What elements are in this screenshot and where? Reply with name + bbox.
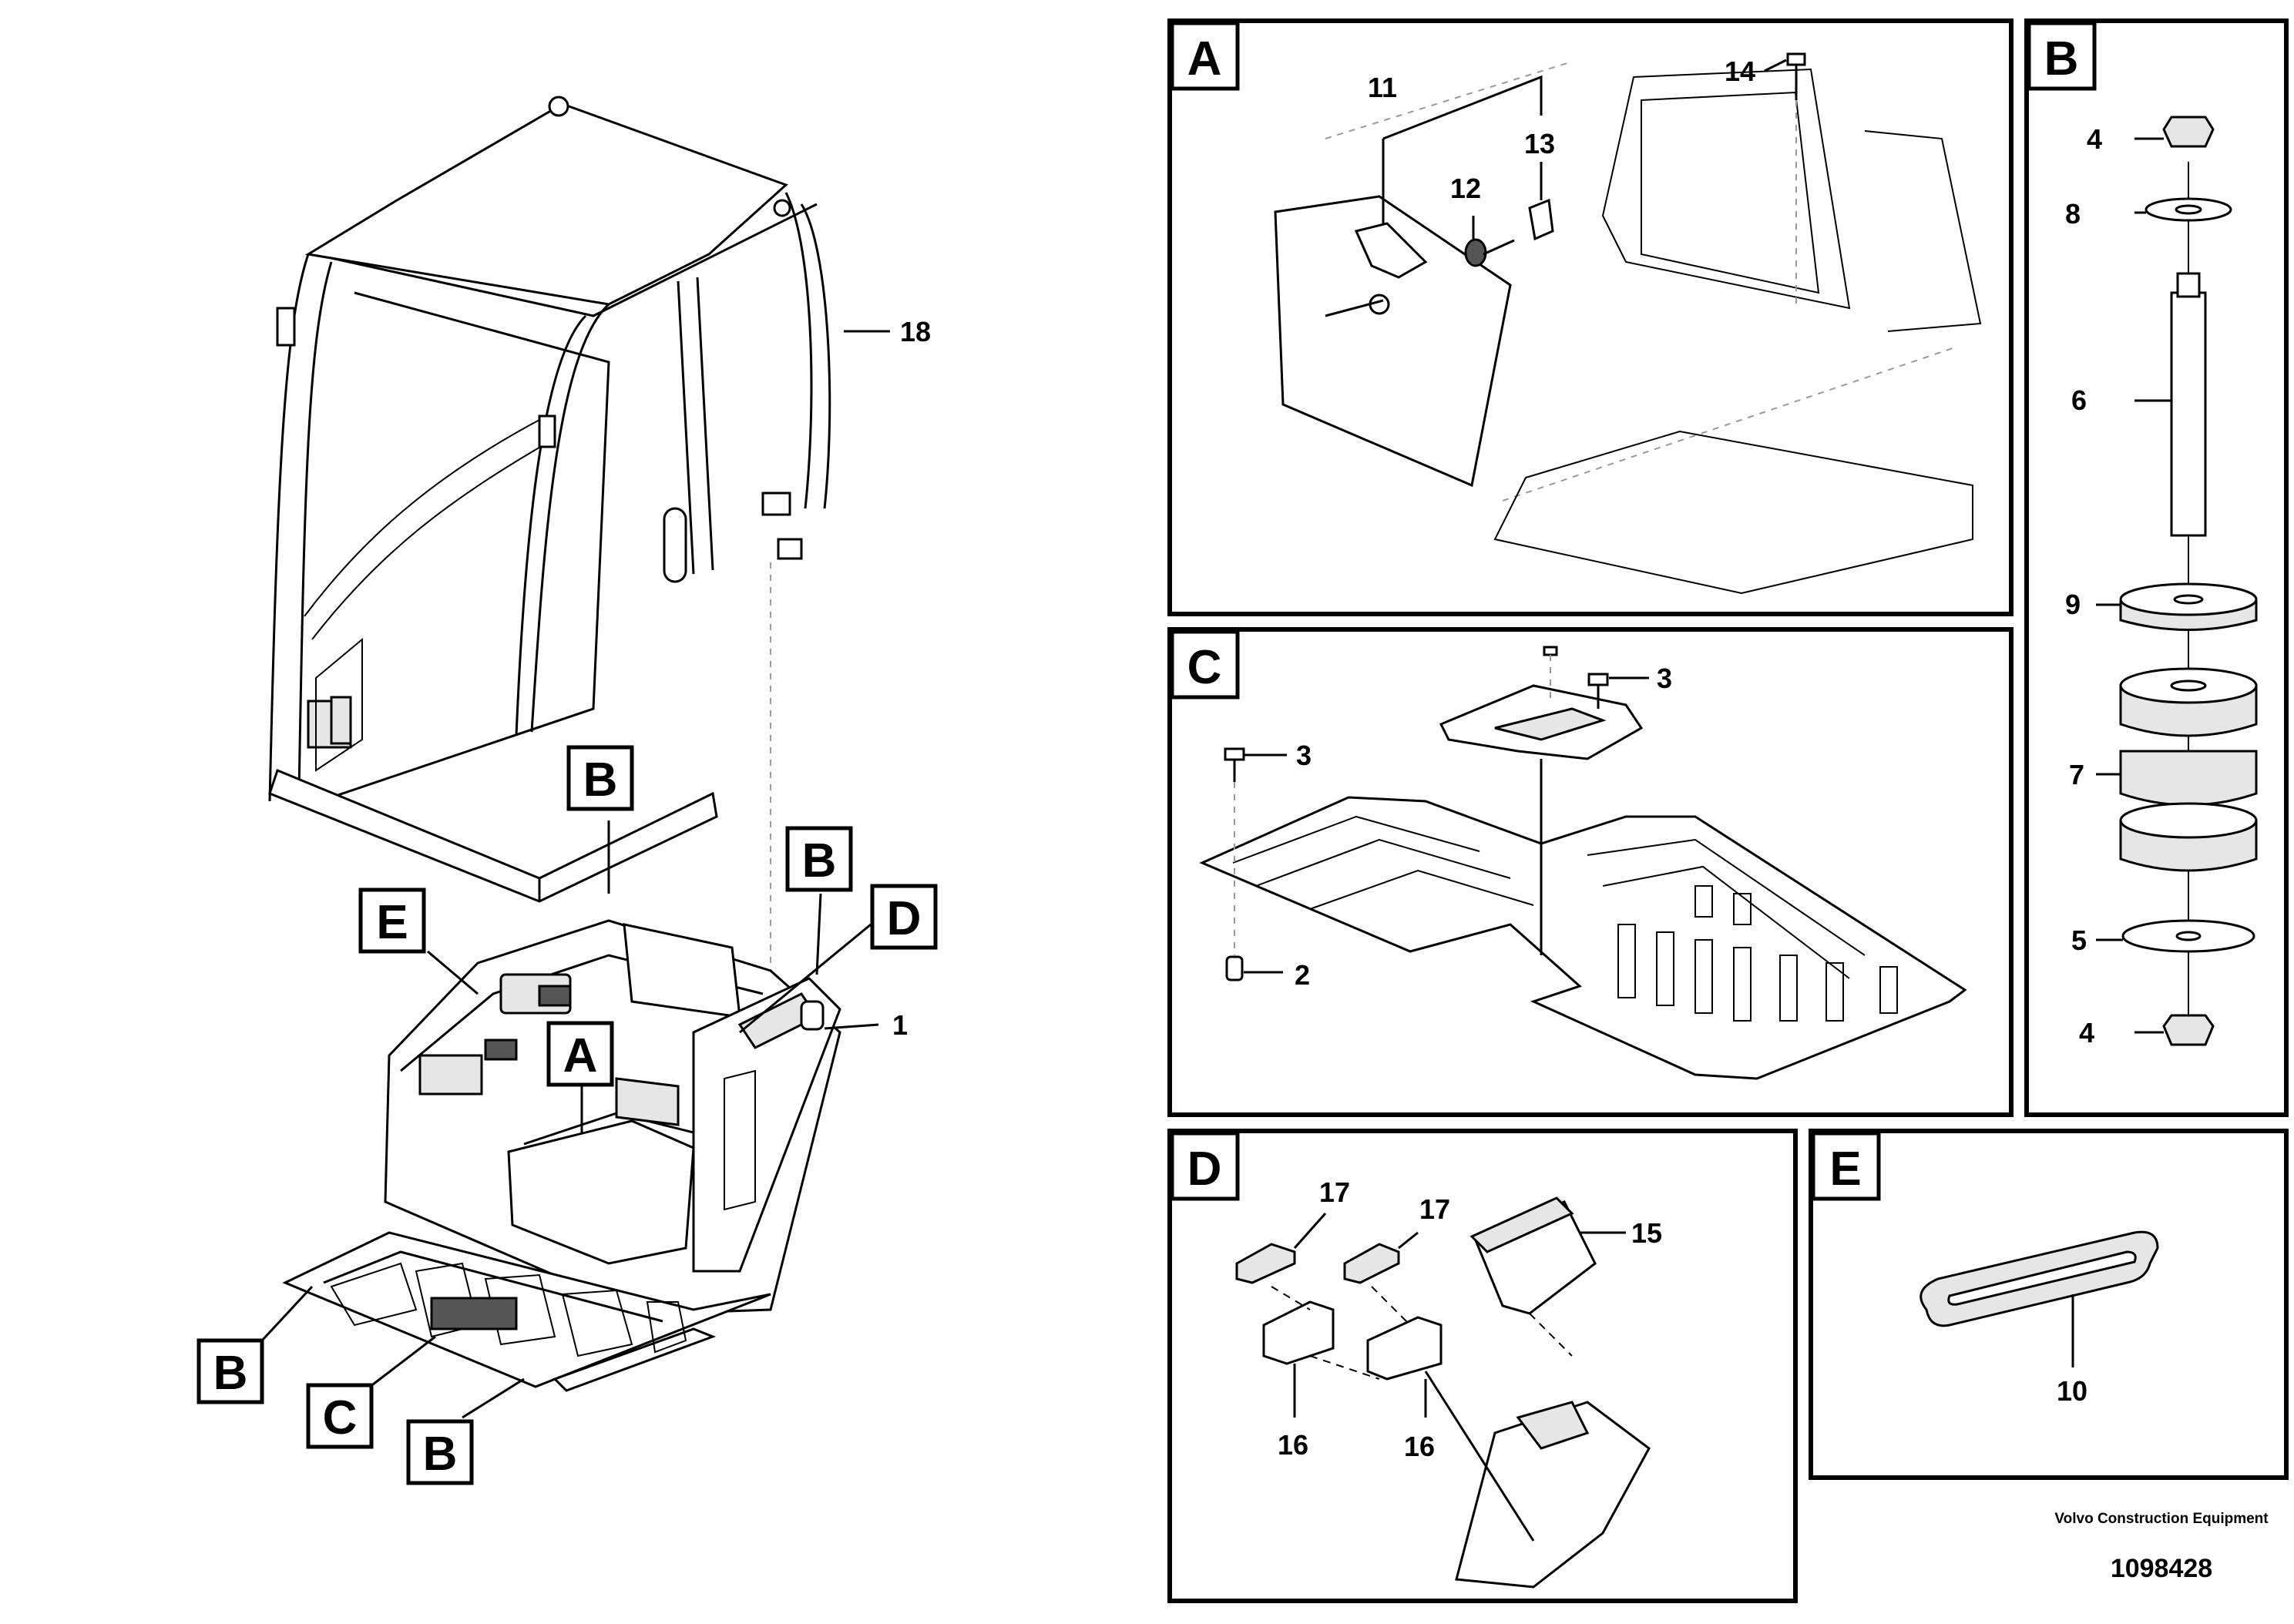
view-tag-d[interactable]: D (870, 884, 938, 950)
callout-4-bottom: 4 (2079, 1017, 2094, 1049)
detail-panel-e: E (1809, 1129, 2289, 1480)
callout-1: 1 (892, 1009, 908, 1041)
callout-11: 11 (1368, 72, 1397, 103)
callout-8: 8 (2065, 198, 2081, 230)
view-tag-b-bottom[interactable]: B (406, 1419, 474, 1485)
callout-3-right: 3 (1657, 663, 1672, 694)
view-tag-c[interactable]: C (306, 1383, 374, 1449)
callout-14: 14 (1725, 55, 1755, 87)
callout-10: 10 (2057, 1375, 2087, 1407)
view-tag-label: B (423, 1428, 458, 1481)
callout-2: 2 (1295, 959, 1310, 991)
callout-16-right: 16 (1404, 1431, 1435, 1462)
view-tag-label: B (802, 834, 837, 887)
view-tag-label: D (887, 892, 922, 945)
panel-b-label: B (2044, 32, 2079, 86)
callout-7: 7 (2069, 759, 2084, 790)
panel-e-label: E (1829, 1143, 1861, 1196)
cab-frame-drawing (268, 96, 831, 986)
document-number: 1098428 (2110, 1554, 2213, 1583)
detail-panel-a: A (1167, 18, 2014, 616)
callout-17-left: 17 (1319, 1176, 1350, 1208)
callout-4-top: 4 (2087, 123, 2102, 155)
cab-base-drawing (260, 330, 890, 1419)
brand-label: Volvo Construction Equipment (2054, 1511, 2269, 1527)
panel-a-label: A (1187, 32, 1222, 86)
callout-16-left: 16 (1278, 1429, 1308, 1461)
detail-panel-b: B (2024, 18, 2289, 1117)
callout-18: 18 (900, 316, 931, 347)
panel-c-label: C (1187, 641, 1222, 694)
view-tag-label: E (376, 896, 408, 949)
view-tag-a[interactable]: A (546, 1021, 614, 1087)
callout-6: 6 (2071, 384, 2087, 416)
view-tag-label: B (583, 753, 618, 807)
callout-13: 13 (1524, 128, 1555, 159)
detail-panel-d: D (1167, 1129, 1798, 1603)
view-tag-label: C (323, 1391, 358, 1444)
view-tag-b-left[interactable]: B (196, 1338, 264, 1404)
view-tag-label: B (213, 1347, 248, 1400)
callout-9: 9 (2065, 589, 2081, 620)
view-tag-label: A (563, 1029, 598, 1082)
panel-d-label: D (1187, 1143, 1222, 1196)
callout-15: 15 (1631, 1217, 1662, 1249)
callout-5: 5 (2071, 924, 2087, 956)
view-tag-b-right[interactable]: B (785, 826, 853, 892)
view-tag-b-top[interactable]: B (566, 745, 634, 811)
callout-12: 12 (1450, 173, 1481, 204)
callout-3-left: 3 (1296, 740, 1312, 771)
detail-panel-c: C (1167, 627, 2014, 1117)
view-tag-e[interactable]: E (358, 887, 426, 954)
callout-17-right: 17 (1419, 1193, 1450, 1225)
